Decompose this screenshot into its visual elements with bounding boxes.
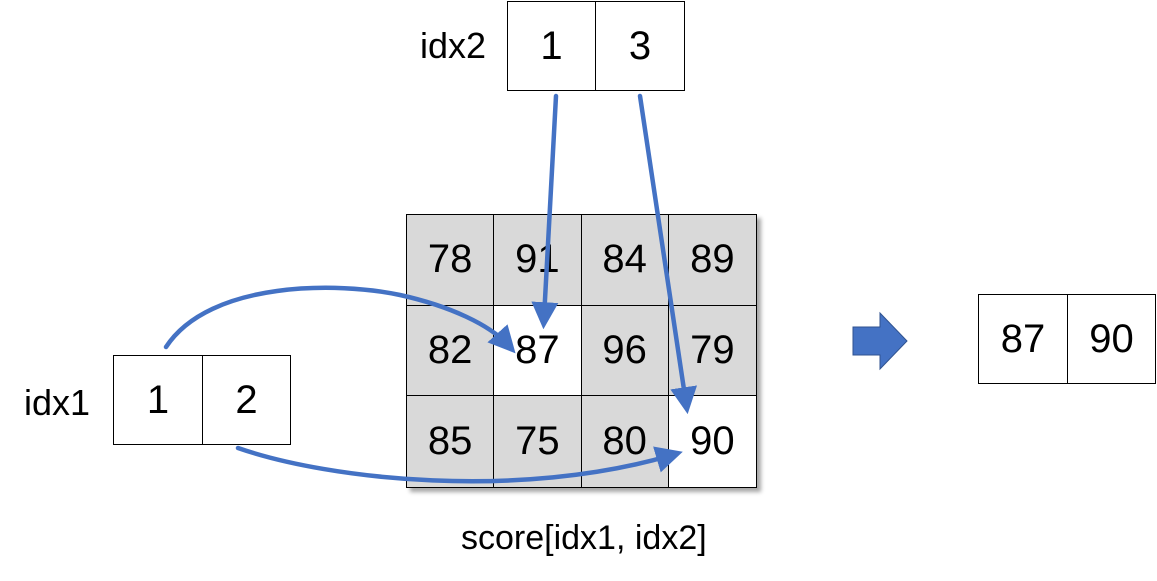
score-cell-1-3: 79 (668, 305, 756, 397)
score-cell-1-0: 82 (407, 305, 495, 397)
idx2-cell-0: 1 (507, 1, 596, 91)
score-caption: score[idx1, idx2] (461, 519, 707, 557)
idx2-label: idx2 (420, 25, 487, 66)
score-cell-0-2: 84 (581, 215, 669, 306)
score-cell-1-2: 96 (581, 305, 669, 397)
idx1-label: idx1 (24, 382, 91, 423)
score-cell-0-0: 78 (407, 215, 495, 306)
result-cell-1: 90 (1067, 294, 1156, 384)
score-cell-0-1: 91 (494, 215, 582, 306)
arrow-idx1-2-to-90 (235, 445, 683, 484)
result-cell-0: 87 (978, 294, 1068, 384)
arrow-idx1-1-to-87 (163, 285, 516, 354)
score-grid: 78 91 84 89 82 87 96 79 85 75 80 90 (406, 214, 757, 488)
score-cell-2-1: 75 (494, 396, 582, 487)
score-cell-2-0: 85 (407, 396, 495, 487)
idx1-cell-1: 2 (202, 355, 291, 445)
right-arrow-icon (852, 311, 908, 371)
idx2-cell-1: 3 (595, 1, 685, 91)
score-cell-0-3: 89 (668, 215, 756, 306)
arrow-idx2-1-to-87 (531, 93, 559, 330)
arrow-idx2-3-to-90 (637, 93, 698, 415)
idx1-cell-0: 1 (113, 355, 203, 445)
